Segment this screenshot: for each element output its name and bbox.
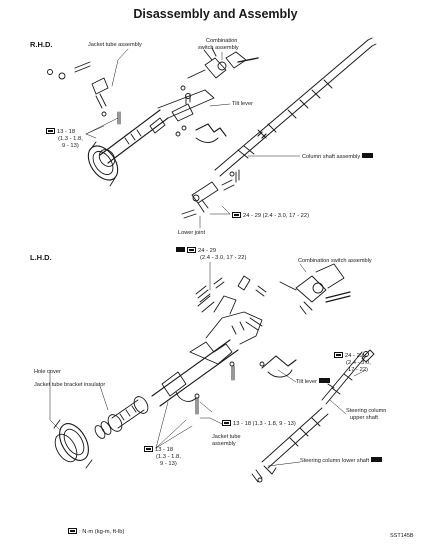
- rhd-lower-joint-label: Lower joint: [178, 230, 206, 236]
- torque-wrench-icon: [68, 528, 77, 534]
- rhd-combination-switch-label-line2: switch assembly: [198, 45, 239, 51]
- lhd-torque-mid: 13 - 18 (1.3 - 1.8, 9 - 13): [222, 420, 296, 428]
- rhd-lower-joint-drawing: [181, 169, 240, 219]
- torque-wrench-icon: [187, 247, 196, 253]
- rhd-tilt-lever-label: Tilt lever: [232, 101, 253, 107]
- lhd-combination-switch-label: Combination switch assembly: [298, 258, 372, 264]
- lhd-hole-cover-label: Hole cover: [34, 369, 61, 375]
- lhd-jacket-tube-label-line1: Jacket tube: [212, 434, 241, 440]
- torque-wrench-icon: [334, 352, 343, 358]
- torque-wrench-icon: [46, 128, 55, 134]
- lhd-bracket-insulator-label: Jacket tube bracket insulator: [34, 382, 106, 388]
- rhd-small-parts-drawing: [47, 61, 227, 143]
- lhd-lower-shaft-label: Steering column lower shaft: [300, 457, 383, 465]
- page-title: Disassembly and Assembly: [133, 7, 298, 21]
- lhd-jacket-tube-drawing: [151, 295, 263, 415]
- lhd-springs-drawing: [195, 275, 267, 303]
- rhd-column-shaft-label: Column shaft assembly: [302, 153, 374, 161]
- lhd-torque-right: 24 - 29 (2.4 - 3.0, 17 - 22): [334, 352, 371, 373]
- rhd-torque-main: 13 - 18 (1.3 - 1.8, 9 - 13): [46, 128, 83, 149]
- rhd-torque-joint: 24 - 29 (2.4 - 3.0, 17 - 22): [232, 212, 309, 220]
- torque-wrench-icon: [222, 420, 231, 426]
- lhd-tilt-lever-label: Tilt lever: [296, 378, 330, 386]
- lhd-combination-switch-drawing: [279, 263, 351, 315]
- rhd-combination-switch-drawing: [187, 47, 259, 79]
- rhd-jacket-tube-drawing: [87, 89, 215, 187]
- service-badge-icon: [176, 247, 185, 252]
- service-badge-icon: [362, 153, 374, 158]
- lhd-torque-top: 24 - 29 (2.4 - 3.0, 17 - 22): [176, 247, 246, 262]
- rhd-combination-switch-label-line1: Combination: [206, 38, 238, 44]
- lhd-lower-shaft-drawing: [251, 407, 329, 483]
- lhd-jacket-tube-label-line2: assembly: [212, 441, 236, 447]
- torque-legend: : N·m (kg-m, ft-lb): [68, 528, 124, 535]
- service-badge-icon: [318, 378, 330, 383]
- lhd-heading: L.H.D.: [30, 253, 52, 262]
- rhd-jacket-tube-label: Jacket tube assembly: [88, 42, 142, 48]
- torque-wrench-icon: [232, 212, 241, 218]
- lhd-hole-cover-drawing: [53, 419, 93, 469]
- lhd-upper-shaft-label-line1: Steering column: [346, 408, 387, 414]
- lhd-tilt-lever-drawing: [259, 355, 297, 378]
- rhd-heading: R.H.D.: [30, 40, 53, 49]
- figure-code: SST145B: [390, 533, 414, 539]
- torque-wrench-icon: [144, 446, 153, 452]
- lhd-torque-left: 13 - 18 (1.3 - 1.8, 9 - 13): [144, 446, 181, 467]
- lhd-upper-shaft-drawing: [321, 349, 375, 405]
- service-badge-icon: [371, 457, 383, 462]
- lhd-upper-shaft-label-line2: upper shaft: [350, 415, 378, 421]
- rhd-column-shaft-drawing: [214, 37, 377, 177]
- lhd-bracket-insulator-drawing: [94, 396, 149, 439]
